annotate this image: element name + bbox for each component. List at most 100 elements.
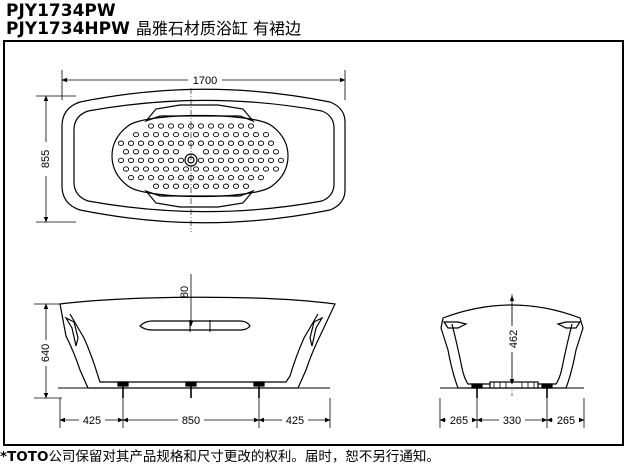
dim-rim-height: 640 (40, 344, 52, 362)
anti-slip-dot (177, 140, 185, 146)
anti-slip-dot (252, 166, 260, 172)
anti-slip-dot (237, 157, 245, 164)
anti-slip-dot (212, 149, 220, 155)
anti-slip-dot (117, 140, 125, 146)
tub-inner-outline (73, 99, 335, 213)
anti-slip-dot (197, 123, 205, 129)
anti-slip-dot (252, 149, 260, 155)
anti-slip-dot (147, 157, 155, 164)
anti-slip-dot (242, 149, 250, 155)
anti-slip-dot (122, 149, 130, 155)
end-left-handle (442, 321, 468, 329)
model-number-primary: PJY1734PW (6, 1, 116, 21)
dim-side-center: 850 (182, 415, 200, 427)
dim-width: 855 (40, 150, 52, 168)
dim-end-center: 330 (503, 415, 521, 427)
anti-slip-dot (162, 131, 170, 138)
anti-slip-dot (217, 140, 225, 146)
side-foot-right-cap (253, 381, 265, 387)
anti-slip-dot (172, 166, 180, 172)
dim-side-right: 425 (286, 415, 304, 427)
anti-slip-dot (217, 157, 225, 164)
anti-slip-dot (182, 131, 190, 138)
anti-slip-dot (157, 140, 165, 146)
anti-slip-dot (222, 183, 230, 189)
anti-slip-dot (147, 174, 155, 181)
end-foot-left-cap (471, 383, 483, 389)
end-drain-pipe (489, 381, 539, 389)
anti-slip-dot (137, 140, 145, 146)
anti-slip-dot (247, 123, 255, 129)
end-right-handle (556, 321, 582, 329)
dim-side-right-bg (282, 413, 308, 427)
anti-slip-dot (207, 140, 215, 146)
anti-slip-dot (232, 183, 240, 189)
top-view-dimensions (36, 70, 346, 223)
anti-slip-dot (227, 174, 235, 181)
dim-rim-height-bg (38, 340, 52, 366)
anti-slip-dot (227, 123, 235, 129)
anti-slip-dot (197, 140, 205, 146)
anti-slip-dot (162, 166, 170, 172)
anti-slip-dot (262, 149, 270, 155)
side-right-handle (309, 316, 324, 347)
anti-slip-dot (272, 149, 280, 155)
anti-slip-dot (162, 149, 170, 155)
anti-slip-dot (162, 183, 170, 189)
top-view (61, 88, 346, 232)
anti-slip-dot (222, 149, 230, 155)
anti-slip-dot-pattern (117, 123, 285, 189)
brand-name: TOTO (7, 449, 49, 465)
headrest-top (144, 104, 255, 123)
disclaimer-text: 公司保留对其产品规格和尺寸更改的权利。届时，恕不另行通知。 (48, 449, 440, 465)
model-number-secondary: PJY1734HPW (6, 19, 130, 39)
dim-end-depth: 462 (508, 330, 520, 348)
dim-side-left-bg (79, 413, 105, 427)
anti-slip-dot (202, 131, 210, 138)
anti-slip-dot (152, 149, 160, 155)
anti-slip-dot (207, 123, 215, 129)
anti-slip-dot (217, 174, 225, 181)
side-foot-center-cap (185, 381, 197, 387)
anti-slip-dot (137, 174, 145, 181)
anti-slip-dot (172, 149, 180, 155)
anti-slip-dot (202, 166, 210, 172)
anti-slip-dot (152, 183, 160, 189)
anti-slip-dot (152, 131, 160, 138)
anti-slip-dot (257, 140, 265, 146)
anti-slip-dot (157, 157, 165, 164)
anti-slip-dot (192, 131, 200, 138)
anti-slip-dot (242, 183, 250, 189)
anti-slip-dot (127, 174, 135, 181)
anti-slip-dot (262, 131, 270, 138)
anti-slip-dot (237, 174, 245, 181)
anti-slip-dot (117, 157, 125, 164)
anti-slip-dot (227, 140, 235, 146)
anti-slip-dot (157, 123, 165, 129)
anti-slip-dot (132, 149, 140, 155)
tub-outer-outline (61, 88, 346, 224)
dim-end-center-bg (499, 413, 525, 427)
dim-end-left-bg (446, 413, 472, 427)
anti-slip-dot (142, 131, 150, 138)
side-inner-wall (69, 313, 319, 383)
dim-end-right-bg (553, 413, 579, 427)
anti-slip-dot (257, 174, 265, 181)
dim-length: 1700 (193, 75, 217, 87)
anti-slip-dot (237, 123, 245, 129)
anti-slip-dot (272, 166, 280, 172)
anti-slip-dot (147, 123, 155, 129)
side-view (58, 296, 336, 398)
anti-slip-dot (267, 157, 275, 164)
anti-slip-dot (137, 157, 145, 164)
drawing-frame (3, 40, 624, 446)
anti-slip-dot (247, 140, 255, 146)
dim-length-bg (188, 72, 222, 86)
dim-end-left: 265 (450, 415, 468, 427)
anti-slip-dot (172, 131, 180, 138)
anti-slip-dot (257, 157, 265, 164)
anti-slip-dot (177, 123, 185, 129)
anti-slip-dot (182, 183, 190, 189)
